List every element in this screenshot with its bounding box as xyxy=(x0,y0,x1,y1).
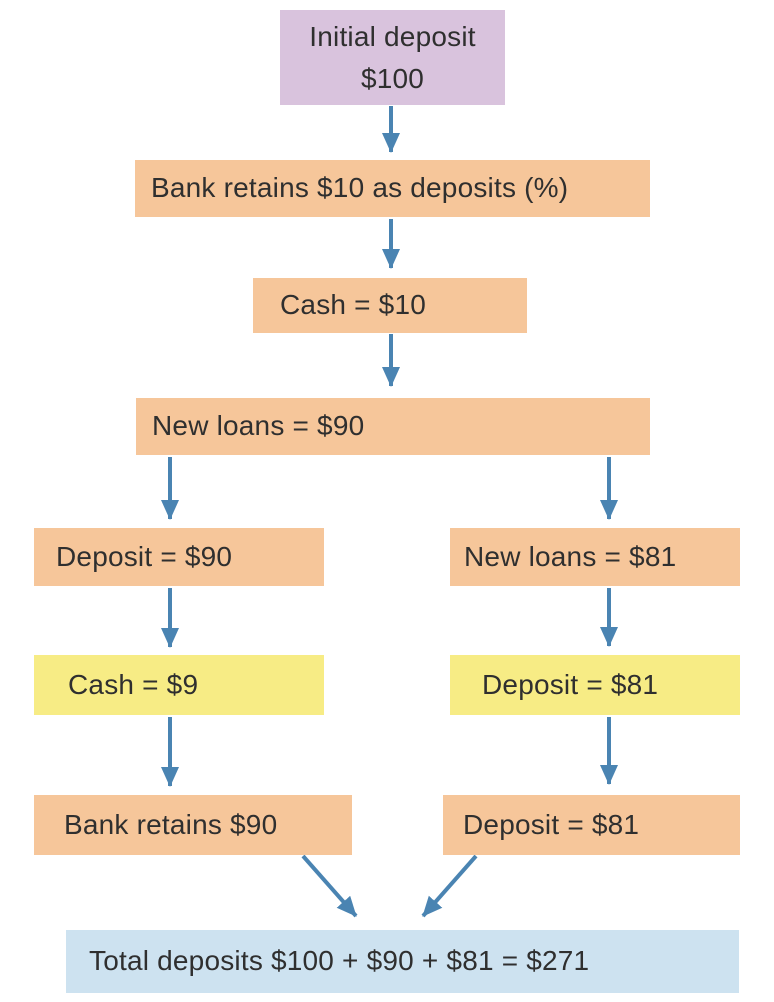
node-deposit-81-mid: Deposit = $81 xyxy=(450,655,740,715)
node-initial-deposit: Initial deposit $100 xyxy=(280,10,505,105)
node-bank-retains-90: Bank retains $90 xyxy=(34,795,352,855)
node-new-loans-81: New loans = $81 xyxy=(450,528,740,586)
node-total-deposits: Total deposits $100 + $90 + $81 = $271 xyxy=(66,930,739,993)
arrow-bankretains90-to-total xyxy=(301,854,358,918)
node-new-loans-90: New loans = $90 xyxy=(136,398,650,455)
arrow-deposit81-to-total xyxy=(421,854,478,918)
node-deposit-81-bottom: Deposit = $81 xyxy=(443,795,740,855)
node-deposit-90: Deposit = $90 xyxy=(34,528,324,586)
node-cash-10: Cash = $10 xyxy=(253,278,527,333)
node-cash-9: Cash = $9 xyxy=(34,655,324,715)
node-bank-retains-10: Bank retains $10 as deposits (%) xyxy=(135,160,650,217)
